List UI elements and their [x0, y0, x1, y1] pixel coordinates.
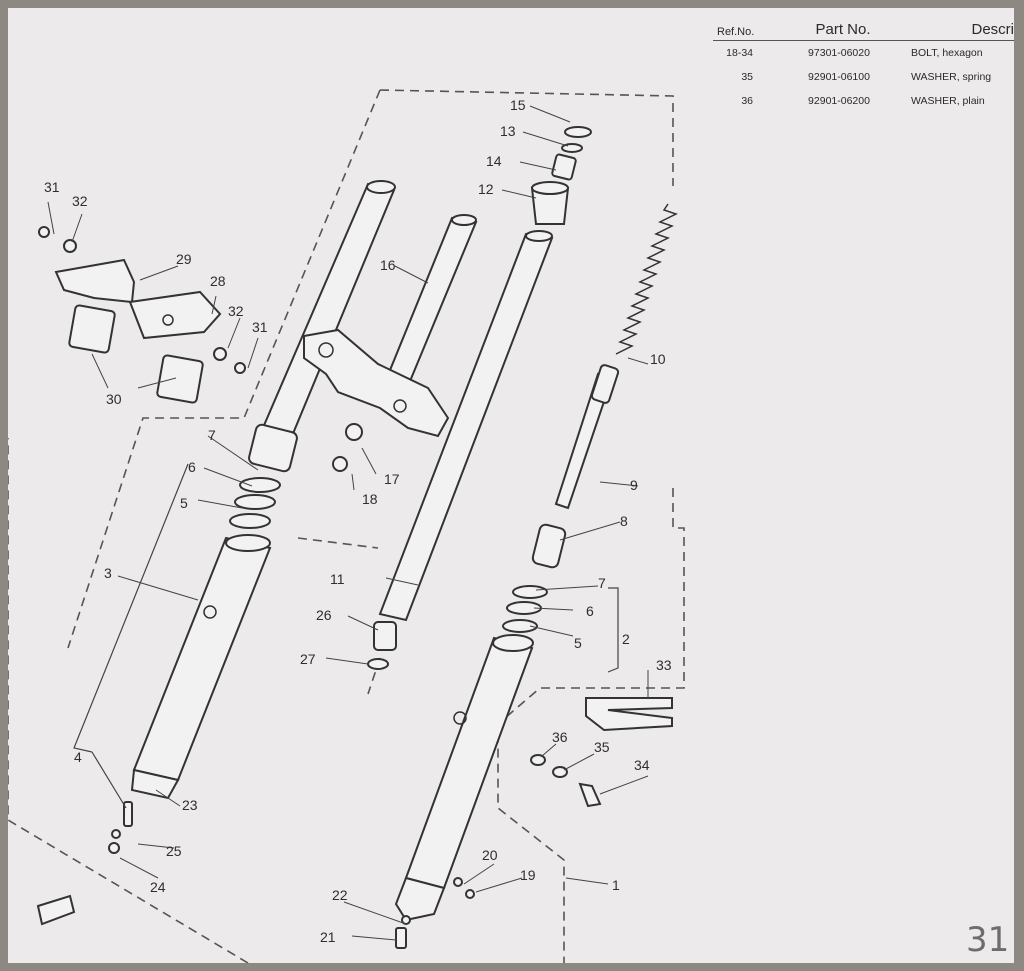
leader-lines: [47, 105, 649, 941]
callout-31-mid: 31: [252, 319, 268, 335]
inner-tube-right: [378, 230, 554, 622]
header-description: Descri: [971, 21, 1014, 38]
callout-19: 19: [520, 867, 536, 883]
callout-5-left: 5: [180, 495, 188, 511]
headlight-bracket: [38, 226, 246, 374]
callout-5-right: 5: [574, 635, 582, 651]
part-no-cell: 92901-06200: [808, 95, 870, 107]
left-seal-stack: [229, 423, 298, 529]
parts-table: Ref.No. Part No. Descri 18-34 97301-0602…: [713, 10, 1014, 113]
callout-8: 8: [620, 513, 628, 529]
callout-14: 14: [486, 153, 502, 169]
ref-no-cell: 35: [741, 71, 753, 83]
bracket-right-assembly: [607, 587, 619, 673]
callout-6-left: 6: [188, 459, 196, 475]
part-no-cell: 92901-06100: [808, 71, 870, 83]
outer-tube-right: [394, 634, 534, 922]
oil-lock-piece: [367, 621, 397, 670]
callout-24: 24: [150, 879, 166, 895]
callout-27: 27: [300, 651, 316, 667]
damper-rod: [531, 364, 620, 569]
page-number: 31: [966, 920, 1010, 960]
callout-18: 18: [362, 491, 378, 507]
callout-28: 28: [210, 273, 226, 289]
steering-stem: [384, 214, 478, 388]
callout-30: 30: [106, 391, 122, 407]
table-row: 36 92901-06200 WASHER, plain: [713, 89, 1014, 113]
ref-no-cell: 18-34: [726, 47, 753, 59]
exploded-front-fork-diagram: 1 2 3 4 5 5 6 6 7 7 8 9 10 11 12 13 14 1…: [8, 89, 685, 963]
bolts-17-18: [332, 423, 363, 472]
description-cell: BOLT, hexagon: [911, 47, 983, 59]
callout-31-top: 31: [44, 179, 60, 195]
callout-9: 9: [630, 477, 638, 493]
callout-12: 12: [478, 181, 494, 197]
callout-7-right: 7: [598, 575, 606, 591]
outer-tube-left: [130, 534, 272, 800]
callout-10: 10: [650, 351, 666, 367]
under-bracket: [303, 328, 450, 438]
part-no-cell: 97301-06020: [808, 47, 870, 59]
rubber-dampers: [68, 304, 204, 404]
callout-34: 34: [634, 757, 650, 773]
assembly-boundary-inner: [297, 537, 381, 695]
bracket-left-assembly: [73, 463, 189, 809]
callout-32-top: 32: [72, 193, 88, 209]
header-part-no: Part No.: [815, 21, 871, 38]
callout-3: 3: [104, 565, 112, 581]
callout-13: 13: [500, 123, 516, 139]
fork-spring: [615, 203, 678, 355]
callout-25: 25: [166, 843, 182, 859]
ref-no-cell: 36: [741, 95, 753, 107]
table-row: 35 92901-06100 WASHER, spring: [713, 65, 1014, 89]
callout-32-mid: 32: [228, 303, 244, 319]
callout-29: 29: [176, 251, 192, 267]
callout-16: 16: [380, 257, 396, 273]
table-row: 18-34 97301-06020 BOLT, hexagon: [713, 41, 1014, 65]
callout-7-left: 7: [208, 427, 216, 443]
description-cell: WASHER, plain: [911, 95, 985, 107]
callout-22: 22: [332, 887, 348, 903]
callout-6-right: 6: [586, 603, 594, 619]
assembly-boundary-left: [8, 89, 685, 963]
callout-36: 36: [552, 729, 568, 745]
callout-33: 33: [656, 657, 672, 673]
description-cell: WASHER, spring: [911, 71, 992, 83]
callout-17: 17: [384, 471, 400, 487]
callout-35: 35: [594, 739, 610, 755]
callout-4: 4: [74, 749, 82, 765]
callout-1: 1: [612, 877, 620, 893]
reflector-bracket: [530, 697, 673, 808]
callout-20: 20: [482, 847, 498, 863]
callout-26: 26: [316, 607, 332, 623]
parts-table-header: Ref.No. Part No. Descri: [713, 10, 1014, 41]
header-ref-no: Ref.No.: [717, 26, 755, 38]
callout-23: 23: [182, 797, 198, 813]
callout-11: 11: [330, 571, 345, 587]
callout-2: 2: [622, 631, 630, 647]
cap-bolt-set: [530, 126, 592, 225]
right-seal-stack: [502, 585, 548, 633]
callout-21: 21: [320, 929, 336, 945]
diagram-sheet: 1 2 3 4 5 5 6 6 7 7 8 9 10 11 12 13 14 1…: [8, 8, 1014, 963]
callout-15: 15: [510, 97, 526, 113]
